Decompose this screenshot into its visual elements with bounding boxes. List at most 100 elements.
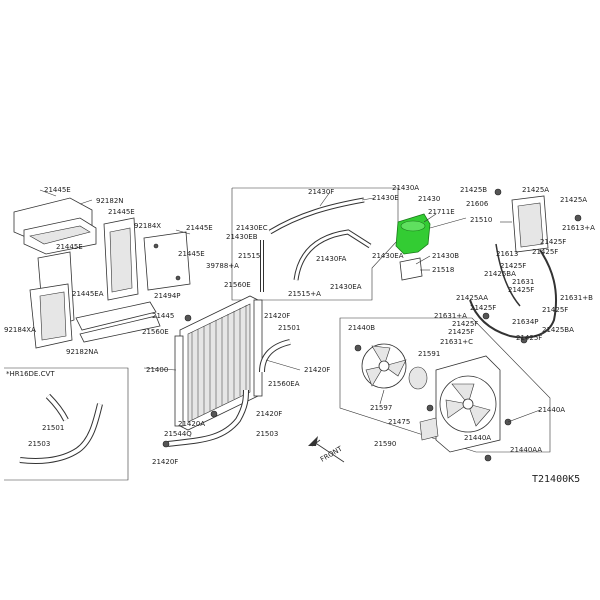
air-guide-side: [103, 217, 139, 301]
label-21613A: 21613+A: [562, 224, 595, 232]
label-92184X: 92184X: [134, 222, 161, 230]
label-21711E: 21711E: [428, 208, 455, 216]
label-21445E: 21445E: [56, 243, 83, 251]
label-21440A: 21440A: [538, 406, 565, 414]
label-21425A: 21425A: [522, 186, 549, 194]
bolt-21440B: [354, 344, 362, 352]
label-21510: 21510: [470, 216, 492, 224]
label-21425F: 21425F: [508, 286, 534, 294]
label-21440A: 21440A: [464, 434, 491, 442]
bracket-21494P: [143, 231, 191, 291]
harness-21613: [469, 243, 558, 339]
label-21430E: 21430E: [372, 194, 399, 202]
label-21560EA: 21560EA: [268, 380, 300, 388]
bolt-21425B: [494, 188, 502, 196]
air-guide-upper: [13, 197, 97, 255]
label-21503: 21503: [256, 430, 278, 438]
label-21631: 21631: [512, 278, 534, 286]
resistor-21475: [419, 417, 439, 441]
label-21560E: 21560E: [224, 281, 251, 289]
label-21425F: 21425F: [540, 238, 566, 246]
label-21430F: 21430F: [308, 188, 334, 196]
label-21440AA: 21440AA: [510, 446, 542, 454]
fan-blade-21597: [361, 343, 407, 389]
label-21400: 21400: [146, 366, 168, 374]
label-21597: 21597: [370, 404, 392, 412]
label-21631A: 21631+A: [434, 312, 467, 320]
fan-shroud-21590: [435, 355, 501, 453]
label-92182N: 92182N: [96, 197, 124, 205]
label-21613: 21613: [496, 250, 518, 258]
reference-code: T21400K5: [532, 474, 580, 485]
label-21420F: 21420F: [256, 410, 282, 418]
bolt-21445: [184, 314, 192, 322]
label-21425F: 21425F: [470, 304, 496, 312]
clamp-21420F: [162, 440, 170, 448]
inset-box: [4, 367, 129, 481]
label-21425A: 21425A: [560, 196, 587, 204]
label-21420F: 21420F: [264, 312, 290, 320]
label-21420F: 21420F: [304, 366, 330, 374]
clip-21420A: [210, 410, 218, 418]
label-21430EA: 21430EA: [372, 252, 404, 260]
air-guide-left: [29, 251, 75, 349]
label-21445: 21445: [152, 312, 174, 320]
label-21494P: 21494P: [154, 292, 181, 300]
clip-21425AA: [482, 312, 490, 320]
label-21544Q: 21544Q: [164, 430, 192, 438]
label-21631B: 21631+B: [560, 294, 593, 302]
inset-label: *HR16DE.CVT: [6, 370, 55, 378]
hose-21501: [259, 339, 291, 373]
label-21503: 21503: [28, 440, 50, 448]
label-21515: 21515: [238, 252, 260, 260]
hose-21430FA: [293, 229, 372, 281]
lower-air-seal: [75, 301, 161, 343]
leader-lines: [39, 189, 541, 423]
label-21430EB: 21430EB: [226, 233, 258, 241]
label-21430B: 21430B: [432, 252, 459, 260]
label-21425F: 21425F: [452, 320, 478, 328]
label-21501: 21501: [42, 424, 64, 432]
label-21590: 21590: [374, 440, 396, 448]
hose-group-box: [231, 187, 399, 301]
label-21560E: 21560E: [142, 328, 169, 336]
label-21425BA: 21425BA: [484, 270, 516, 278]
label-21440B: 21440B: [348, 324, 375, 332]
label-21634P: 21634P: [512, 318, 539, 326]
bolt-21425A: [574, 214, 582, 222]
controller-21510: [511, 195, 549, 253]
grommet-21425BA: [520, 336, 528, 344]
reservoir-tank-21711E: [395, 213, 431, 255]
inset-hose-21501: [45, 393, 69, 422]
label-21445EA: 21445EA: [72, 290, 104, 298]
label-39788A: 39788+A: [206, 262, 239, 270]
reservoir-bracket-21518: [399, 257, 423, 281]
label-21425F: 21425F: [448, 328, 474, 336]
label-21501: 21501: [278, 324, 300, 332]
label-92182NA: 92182NA: [66, 348, 99, 356]
label-21420F: 21420F: [152, 458, 178, 466]
label-21631C: 21631+C: [440, 338, 473, 346]
label-21425F: 21425F: [532, 248, 558, 256]
label-21518: 21518: [432, 266, 454, 274]
label-21430: 21430: [418, 195, 440, 203]
label-21475: 21475: [388, 418, 410, 426]
label-92184XA: 92184XA: [4, 326, 36, 334]
label-21425B: 21425B: [460, 186, 487, 194]
label-21606: 21606: [466, 200, 489, 208]
label-21445E: 21445E: [178, 250, 205, 258]
fan-motor-21591: [408, 366, 428, 390]
inset-hose-21503: [19, 403, 103, 464]
bolt-21440AA: [484, 454, 492, 462]
label-21515A: 21515+A: [288, 290, 321, 298]
label-21420A: 21420A: [178, 420, 205, 428]
label-21425F: 21425F: [542, 306, 568, 314]
bolt-21440A-left: [426, 404, 434, 412]
label-21425BA: 21425BA: [542, 326, 574, 334]
label-21591: 21591: [418, 350, 440, 358]
upper-hose-21430F: [268, 197, 365, 235]
label-21430EC: 21430EC: [236, 224, 268, 232]
label-21445E: 21445E: [186, 224, 213, 232]
part-labels: 21445E 92182N 21445E 92184X 21445E 21445…: [4, 184, 595, 485]
